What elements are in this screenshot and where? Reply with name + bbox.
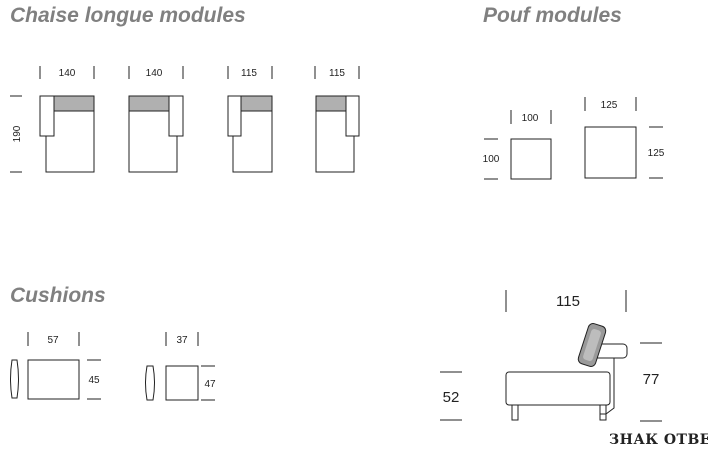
pouf-large-depth: 125: [648, 148, 665, 159]
side-view-back-height: 77: [643, 371, 660, 388]
side-view-seat-height: 52: [443, 389, 460, 406]
chaise-module-4: 115: [314, 66, 360, 173]
chaise-module-3: 115: [227, 66, 273, 173]
chaise-module-4-width: 115: [329, 68, 345, 79]
cushion-small: 37 47: [145, 332, 216, 401]
pouf-small-width: 100: [522, 113, 539, 124]
pouf-large-width: 125: [601, 100, 618, 111]
cushion-large-width: 57: [47, 335, 59, 346]
chaise-module-2: 140: [128, 66, 184, 173]
chaise-module-1: 140: [39, 66, 95, 173]
cushion-large-front: [27, 359, 80, 400]
chaise-depth-label: 190: [12, 125, 23, 142]
side-view-rear-leg: [599, 404, 607, 421]
side-view-back-cushion: [577, 323, 607, 367]
heading-pouf-modules: Pouf modules: [483, 4, 622, 27]
chaise-module-2-width: 140: [146, 68, 163, 79]
cushion-large: 57 45: [10, 332, 101, 400]
watermark-text: ЗНАК ОТВЕТА: [609, 432, 708, 448]
pouf-small: 100 100: [483, 110, 552, 180]
heading-cushions: Cushions: [10, 284, 106, 307]
side-view: 115 52 77: [440, 290, 662, 422]
side-view-width: 115: [556, 293, 580, 310]
heading-chaise-longue-modules: Chaise longue modules: [10, 4, 246, 27]
side-view-seat: [505, 371, 611, 406]
cushion-large-height: 45: [88, 375, 100, 386]
cushion-large-side-profile: [10, 359, 19, 399]
side-view-front-leg: [511, 404, 519, 421]
cushion-small-front: [165, 365, 199, 401]
cushion-small-side-profile: [145, 365, 155, 401]
pouf-small-depth: 100: [483, 154, 500, 165]
chaise-module-1-width: 140: [59, 68, 76, 79]
cushion-small-height: 47: [204, 379, 216, 390]
chaise-module-3-width: 115: [241, 68, 257, 79]
pouf-large: 125 125: [584, 97, 665, 179]
cushion-small-width: 37: [176, 335, 188, 346]
chaise-depth-dimension: 190: [10, 95, 23, 173]
